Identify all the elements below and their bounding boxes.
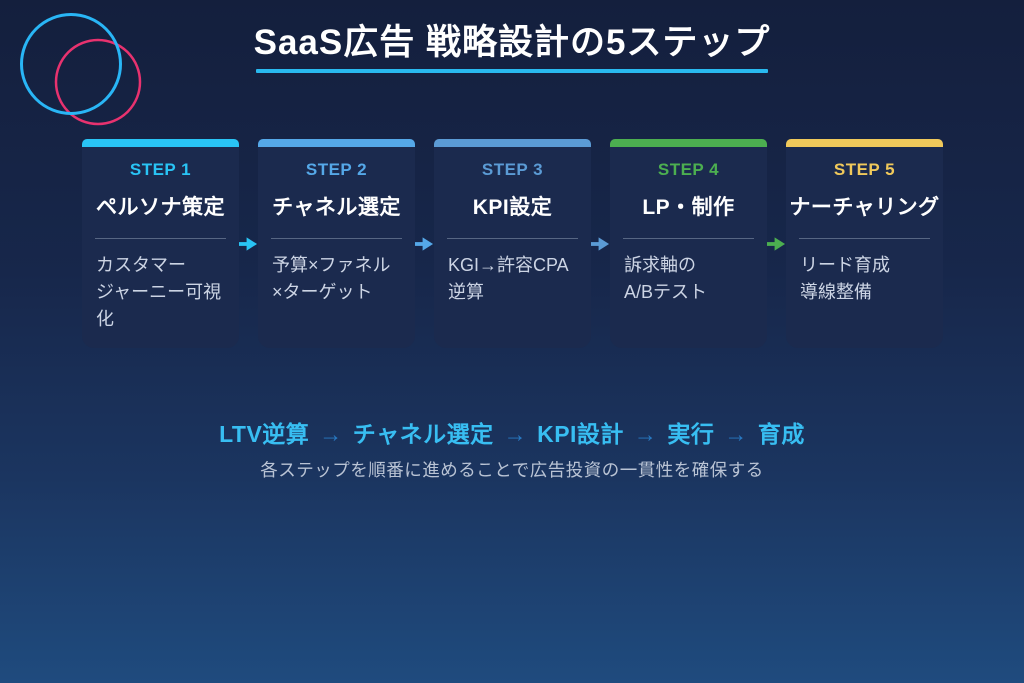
step-label: STEP 4 [657, 160, 720, 179]
brand-logo [20, 13, 142, 126]
step-card-4: STEP 4 LP・制作 訴求軸の A/Bテスト [610, 139, 767, 348]
divider [447, 238, 578, 239]
divider [623, 238, 754, 239]
step-title: LP・制作 [642, 196, 735, 219]
step-color-bar [258, 139, 415, 147]
step-title: KPI設定 [472, 196, 553, 219]
header: SaaS広告 戦略設計の5ステップ [0, 22, 1024, 73]
step-title: チャネル選定 [272, 196, 401, 219]
divider [799, 238, 930, 239]
arrow-right-icon [767, 237, 786, 251]
step-color-bar [82, 139, 239, 147]
page-title: SaaS広告 戦略設計の5ステップ [253, 23, 771, 62]
step-color-bar [786, 139, 943, 147]
divider [271, 238, 402, 239]
funnel-flow-line: LTV逆算 → チャネル選定 → KPI設計 → 実行 → 育成 [0, 415, 1024, 449]
step-card-5: STEP 5 ナーチャリング リード育成 導線整備 [786, 139, 943, 348]
flow-segment: LTV逆算 [219, 421, 310, 447]
step-label: STEP 2 [305, 160, 368, 179]
arrow-gap [591, 139, 610, 348]
flow-arrow: → [319, 421, 343, 447]
step-card-1: STEP 1 ペルソナ策定 カスタマー ジャーニー可視化 [82, 139, 239, 348]
step-label: STEP 3 [481, 160, 544, 179]
title-underline [256, 69, 768, 73]
step-color-bar [610, 139, 767, 147]
footer-note: 各ステップを順番に進めることで広告投資の一貫性を確保する [260, 460, 764, 480]
flow-arrow: → [724, 421, 748, 447]
step-title: ペルソナ策定 [96, 196, 225, 219]
step-description: 訴求軸の A/Bテスト [624, 255, 708, 302]
flow-segment: チャネル選定 [352, 421, 494, 447]
divider [95, 238, 226, 239]
steps-row: STEP 1 ペルソナ策定 カスタマー ジャーニー可視化 STEP 2 チャネル… [82, 139, 943, 348]
step-card-2: STEP 2 チャネル選定 予算×ファネル ×ターゲット [258, 139, 415, 348]
arrow-right-icon [239, 237, 258, 251]
flow-segment: 育成 [757, 421, 805, 447]
step-card-3: STEP 3 KPI設定 KGI→許容CPA 逆算 [434, 139, 591, 348]
flow-segment: 実行 [667, 421, 715, 447]
blue-circle-icon [20, 13, 122, 115]
arrow-gap [415, 139, 434, 348]
arrow-right-icon [415, 237, 434, 251]
step-color-bar [434, 139, 591, 147]
arrow-gap [767, 139, 786, 348]
step-title: ナーチャリング [789, 196, 940, 219]
arrow-gap [239, 139, 258, 348]
flow-arrow: → [503, 421, 528, 447]
flow-segment: KPI設計 [537, 421, 624, 447]
step-description: カスタマー ジャーニー可視化 [96, 255, 222, 329]
step-label: STEP 1 [129, 160, 192, 179]
arrow-right-icon [591, 237, 610, 251]
step-description: KGI→許容CPA 逆算 [448, 255, 569, 302]
flow-arrow: → [633, 421, 658, 447]
step-label: STEP 5 [833, 160, 896, 179]
step-description: 予算×ファネル ×ターゲット [272, 255, 391, 302]
step-description: リード育成 導線整備 [800, 255, 890, 302]
pink-circle-icon [54, 38, 142, 126]
